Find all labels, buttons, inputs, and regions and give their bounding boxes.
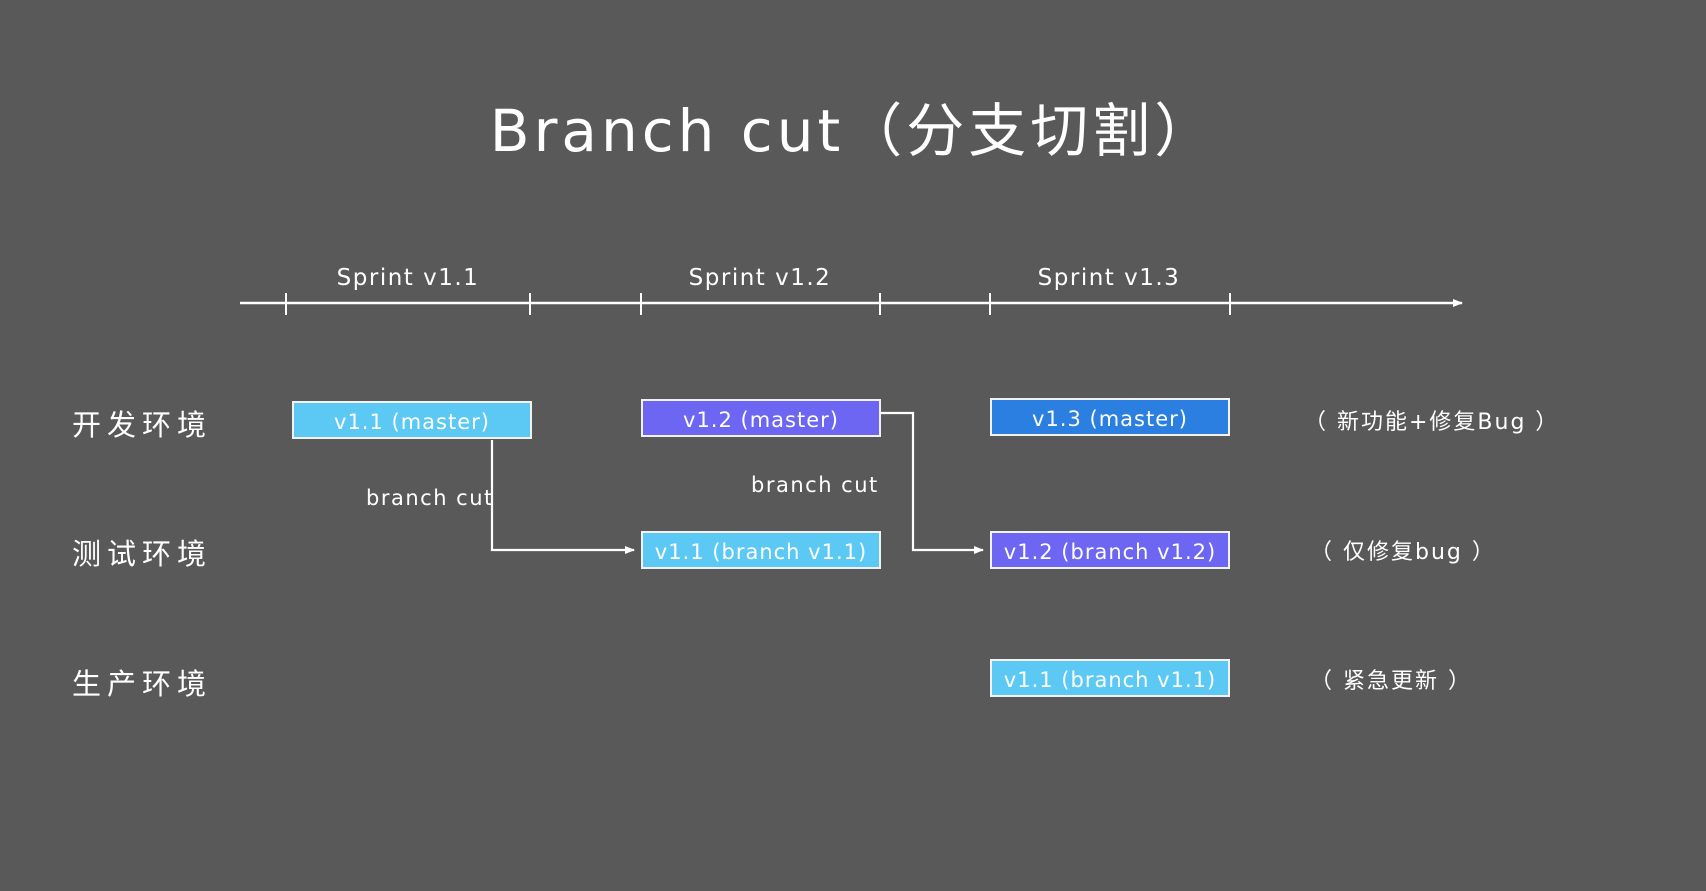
sprint-label-v1-1: Sprint v1.1 (336, 265, 480, 291)
branch-cut-connector-1 (490, 440, 635, 554)
note-test: （ 仅修复bug ） (1310, 540, 1496, 565)
note-prod: （ 紧急更新 ） (1310, 669, 1472, 694)
timeline-axis (240, 293, 1463, 315)
node-prod-v1-1-branch[interactable]: v1.1 (branch v1.1) (990, 659, 1230, 697)
row-label-test: 测试环境 (72, 537, 213, 571)
branch-cut-label-1: branch cut (366, 486, 494, 510)
node-test-v1-2-branch[interactable]: v1.2 (branch v1.2) (990, 531, 1230, 569)
row-label-dev: 开发环境 (72, 408, 213, 442)
sprint-label-v1-2: Sprint v1.2 (688, 265, 832, 291)
node-test-v1-1-branch[interactable]: v1.1 (branch v1.1) (641, 531, 881, 569)
row-label-prod: 生产环境 (72, 667, 213, 701)
note-dev: （ 新功能+修复Bug ） (1304, 410, 1560, 435)
page-title: Branch cut（分支切割） (489, 97, 1217, 165)
node-dev-v1-2-master[interactable]: v1.2 (master) (641, 399, 881, 437)
branch-cut-connector-2 (881, 411, 984, 554)
branch-cut-label-2: branch cut (751, 473, 879, 497)
node-dev-v1-3-master[interactable]: v1.3 (master) (990, 398, 1230, 436)
sprint-label-v1-3: Sprint v1.3 (1037, 265, 1181, 291)
node-dev-v1-1-master[interactable]: v1.1 (master) (292, 401, 532, 439)
